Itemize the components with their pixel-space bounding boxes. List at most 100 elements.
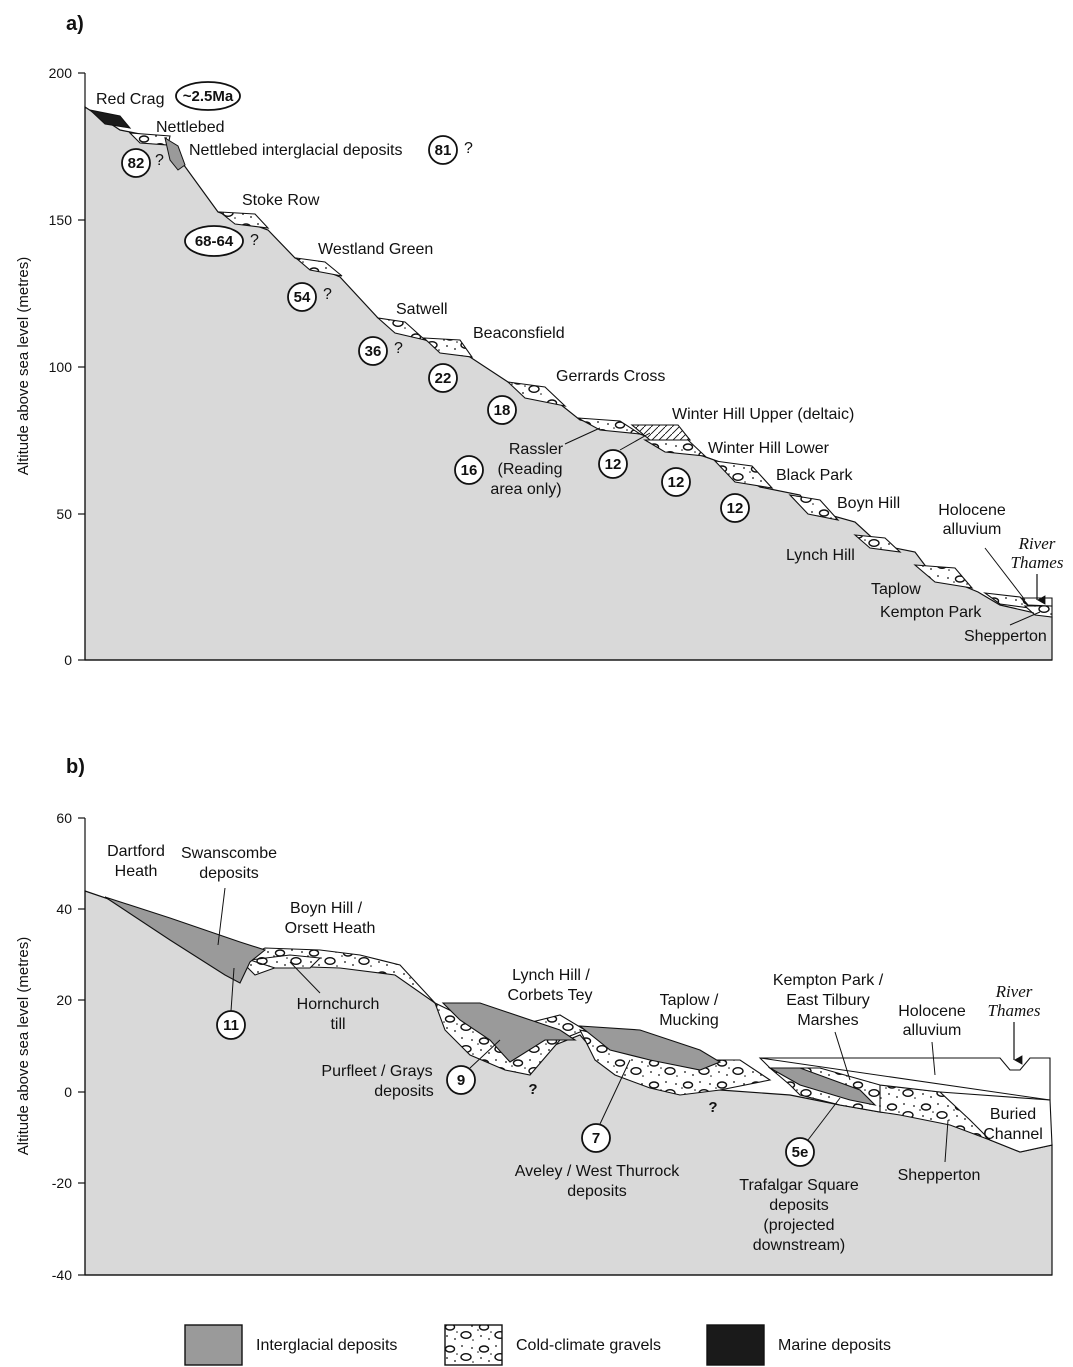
label-kempton-2: East Tilbury <box>786 992 870 1009</box>
badge-68-64: 68-64 <box>184 225 244 257</box>
query-7: ? <box>708 1099 717 1116</box>
gravel-stoke-row <box>218 211 270 229</box>
leader-11 <box>230 967 235 1012</box>
gravel-winter-hill-lower <box>643 439 707 457</box>
label-swanscombe-2: deposits <box>199 865 259 882</box>
label-lynch-2: Corbets Tey <box>507 987 592 1004</box>
gravel-boyn-hill <box>788 494 840 521</box>
label-beaconsfield: Beaconsfield <box>473 325 565 342</box>
badge-82: 82 <box>121 148 151 178</box>
label-aveley-2: deposits <box>567 1183 627 1200</box>
b-tick-60: 60 <box>56 810 72 826</box>
a-y-axis-label: Altitude above sea level (metres) <box>15 257 32 475</box>
label-rassler-1: Rassler <box>509 441 564 458</box>
label-lynch-hill: Lynch Hill <box>786 547 855 564</box>
interglacial-swanscombe <box>104 896 267 984</box>
label-westland-green: Westland Green <box>318 241 433 258</box>
label-river-1: River <box>1018 534 1056 553</box>
label-winter-hill-lower: Winter Hill Lower <box>708 440 830 457</box>
svg-text:12: 12 <box>605 456 622 473</box>
label-nettlebed: Nettlebed <box>156 119 225 136</box>
badge-9: 9 <box>446 1065 476 1095</box>
svg-text:12: 12 <box>668 474 685 491</box>
label-taplow-1: Taplow / <box>660 992 719 1009</box>
label-trafalgar-3: (projected <box>763 1217 834 1234</box>
label-shepperton: Shepperton <box>964 628 1047 645</box>
leader-7 <box>599 1059 631 1125</box>
svg-text:11: 11 <box>223 1017 239 1034</box>
leader-5e <box>807 1097 841 1141</box>
svg-text:5e: 5e <box>792 1144 809 1161</box>
label-black-park: Black Park <box>776 467 853 484</box>
leader-swanscombe <box>217 887 226 946</box>
panel-a: a) 200 150 100 <box>15 13 1064 668</box>
label-hornchurch-2: till <box>330 1016 345 1033</box>
gravel-satwell <box>376 317 426 341</box>
a-tick-50: 50 <box>56 506 72 522</box>
label-holocene-2: alluvium <box>943 521 1002 538</box>
label-taplow-2: Mucking <box>659 1012 719 1029</box>
gravel-black-park <box>713 460 774 489</box>
svg-text:16: 16 <box>461 462 478 479</box>
label-boyn-2: Orsett Heath <box>285 920 376 937</box>
legend: Interglacial deposits Cold-climate grave… <box>184 1324 891 1366</box>
leader-holocene-b <box>931 1041 936 1076</box>
gravel-gerrards-cross <box>506 381 567 407</box>
label-gerrards-cross: Gerrards Cross <box>556 368 665 385</box>
marine-red-crag <box>88 109 132 129</box>
interglacial-purfleet <box>441 1002 577 1063</box>
label-holocene-b-1: Holocene <box>898 1003 966 1020</box>
label-shepperton-b: Shepperton <box>898 1167 981 1184</box>
label-purfleet-1: Purfleet / Grays <box>321 1063 432 1080</box>
label-red-crag: Red Crag <box>96 91 164 108</box>
svg-text:81: 81 <box>435 142 452 159</box>
badge-11: 11 <box>216 1010 246 1040</box>
label-winter-hill-upper: Winter Hill Upper (deltaic) <box>672 406 854 423</box>
query-68-64: ? <box>250 232 259 249</box>
label-trafalgar-4: downstream) <box>753 1237 845 1254</box>
a-tick-0: 0 <box>64 652 72 668</box>
leader-rassler <box>564 427 601 445</box>
label-river-b-2: Thames <box>988 1001 1041 1020</box>
badge-12-c: 12 <box>720 493 750 523</box>
svg-text:18: 18 <box>494 402 511 419</box>
badge-54: 54 <box>287 282 317 312</box>
svg-text:68-64: 68-64 <box>195 233 234 250</box>
b-tick-minus40: -40 <box>52 1267 72 1283</box>
gravel-rassler <box>577 417 641 435</box>
badge-16: 16 <box>454 455 484 485</box>
holocene-base-line <box>759 1057 1051 1101</box>
a-tick-150: 150 <box>49 212 73 228</box>
legend-swatch-interglacial <box>184 1324 243 1366</box>
panel-a-label: a) <box>66 13 84 35</box>
svg-text:12: 12 <box>727 500 744 517</box>
b-tick-40: 40 <box>56 901 72 917</box>
gravel-lynch-hill <box>853 534 902 553</box>
gravel-beaconsfield <box>422 337 474 358</box>
label-trafalgar-1: Trafalgar Square <box>739 1177 859 1194</box>
interglacial-aveley <box>578 1025 722 1071</box>
badge-12-b: 12 <box>661 467 691 497</box>
label-holocene-b-2: alluvium <box>903 1022 962 1039</box>
svg-text:9: 9 <box>457 1072 465 1089</box>
label-lynch-1: Lynch Hill / <box>512 967 590 984</box>
interglacial-nettlebed <box>164 136 186 171</box>
leader-holocene-a <box>984 547 1026 601</box>
query-81: ? <box>464 140 473 157</box>
label-aveley-1: Aveley / West Thurrock <box>515 1163 681 1180</box>
badge-22: 22 <box>428 363 458 393</box>
b-tick-0: 0 <box>64 1084 72 1100</box>
badge-7: 7 <box>581 1123 611 1153</box>
panel-b-label: b) <box>66 756 85 778</box>
legend-label-marine: Marine deposits <box>778 1337 891 1354</box>
label-kempton-1: Kempton Park / <box>773 972 884 989</box>
svg-text:54: 54 <box>294 289 311 306</box>
badge-age-text: ~2.5Ma <box>183 88 234 105</box>
panel-b: b) 60 40 20 0 <box>15 756 1053 1283</box>
legend-label-interglacial: Interglacial deposits <box>256 1337 397 1354</box>
label-stoke-row: Stoke Row <box>242 192 320 209</box>
label-dartford-2: Heath <box>115 863 158 880</box>
a-tick-200: 200 <box>49 65 73 81</box>
svg-text:7: 7 <box>592 1130 600 1147</box>
